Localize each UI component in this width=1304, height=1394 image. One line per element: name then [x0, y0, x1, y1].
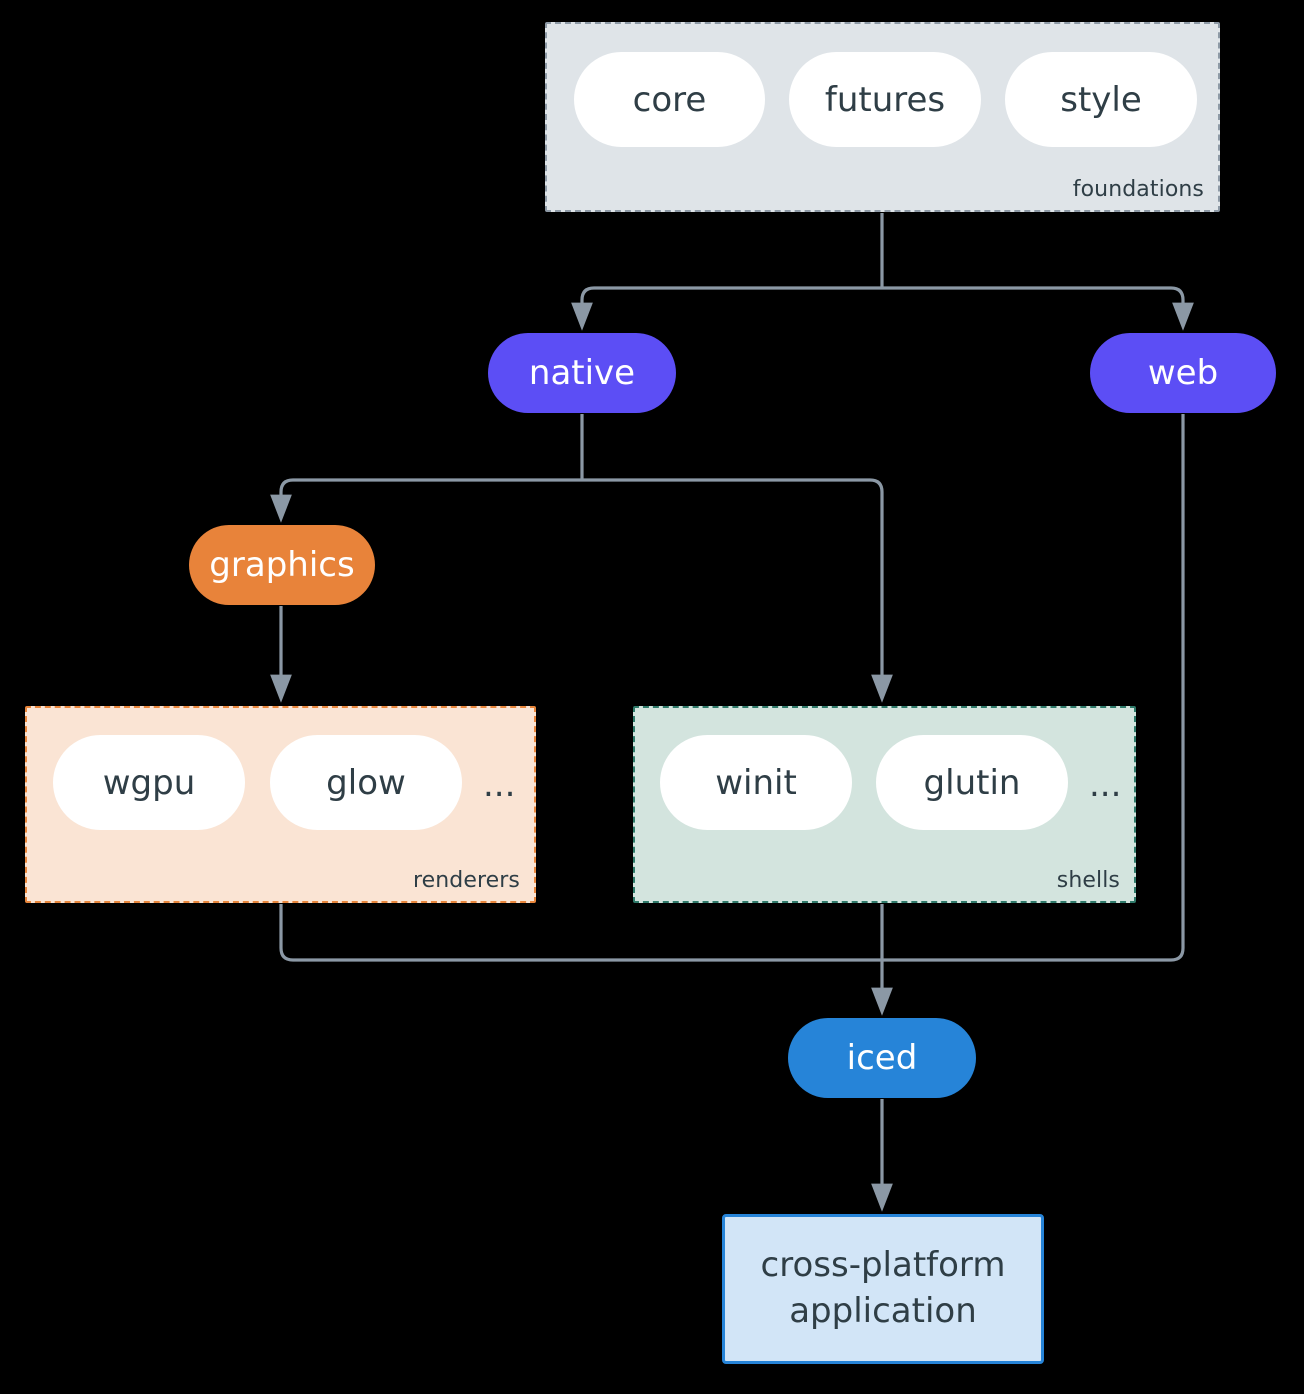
node-winit[interactable]: winit [660, 735, 852, 830]
node-native[interactable]: native [488, 333, 676, 413]
node-futures-label: futures [824, 79, 946, 120]
node-glow-label: glow [326, 762, 406, 803]
node-graphics[interactable]: graphics [189, 525, 375, 605]
node-core-label: core [632, 79, 707, 120]
edge-renderers-iced [279, 904, 882, 962]
node-futures[interactable]: futures [789, 52, 981, 147]
application-label-line2: application [789, 1291, 977, 1331]
node-web-label: web [1147, 353, 1219, 393]
cluster-shells: winit glutin ... shells [633, 706, 1136, 903]
shells-overflow-ellipsis: ... [1089, 765, 1122, 805]
edge-foundations-web [882, 286, 1194, 331]
cluster-foundations-label: foundations [1072, 177, 1204, 202]
node-native-label: native [528, 353, 636, 393]
node-core[interactable]: core [574, 52, 765, 147]
edge-native-graphics [270, 478, 582, 523]
cluster-renderers: wgpu glow ... renderers [25, 706, 536, 903]
renderers-overflow-ellipsis: ... [483, 765, 516, 805]
node-glow[interactable]: glow [270, 735, 462, 830]
node-style-label: style [1060, 79, 1142, 120]
edge-native-shells [582, 478, 893, 703]
node-glutin-label: glutin [923, 762, 1021, 803]
cluster-renderers-label: renderers [412, 868, 520, 893]
node-style[interactable]: style [1005, 52, 1197, 147]
edge-foundations-native [571, 286, 882, 331]
node-iced-label: iced [846, 1038, 918, 1078]
node-iced[interactable]: iced [788, 1018, 976, 1098]
application-label-line1: cross-platform [760, 1245, 1006, 1286]
node-cross-platform-application[interactable]: cross-platform application [722, 1214, 1044, 1364]
node-wgpu[interactable]: wgpu [53, 735, 245, 830]
cluster-foundations: core futures style foundations [545, 22, 1220, 212]
node-web[interactable]: web [1090, 333, 1276, 413]
node-winit-label: winit [715, 762, 797, 803]
node-wgpu-label: wgpu [102, 762, 196, 803]
node-graphics-label: graphics [209, 545, 355, 585]
node-glutin[interactable]: glutin [876, 735, 1068, 830]
cluster-shells-label: shells [1056, 868, 1120, 893]
